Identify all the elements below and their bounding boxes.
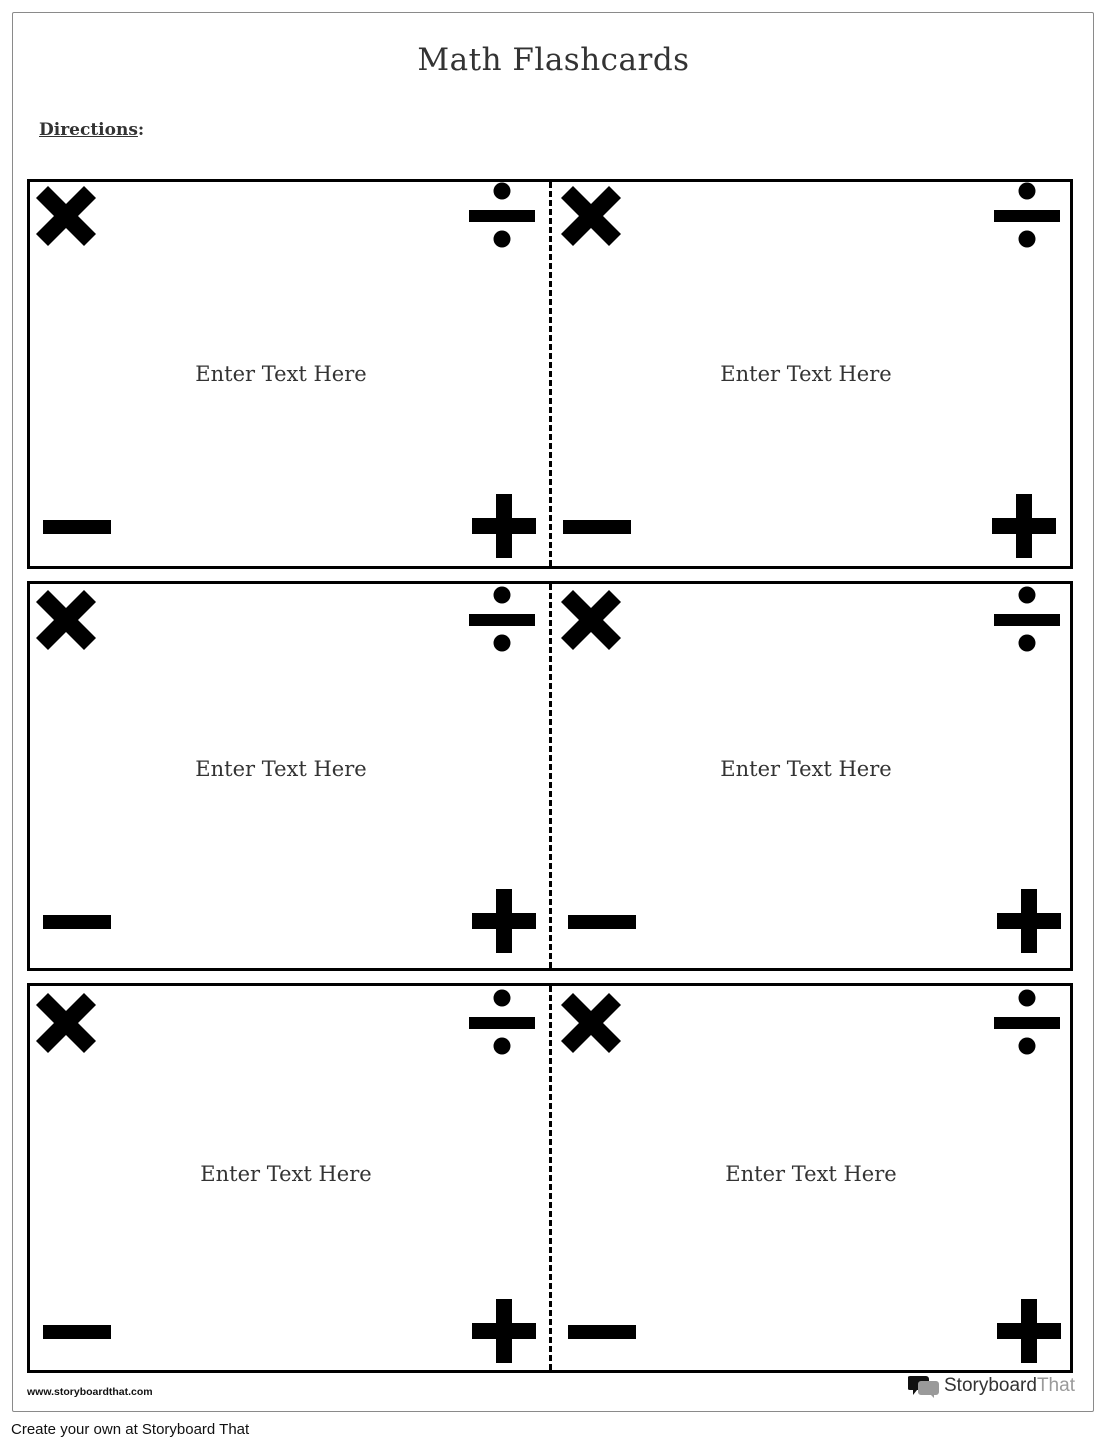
directions-heading: Directions: bbox=[39, 120, 144, 140]
minus-icon bbox=[563, 520, 631, 534]
cut-line bbox=[549, 584, 552, 968]
flashcard-row-3 bbox=[27, 983, 1073, 1373]
divide-icon bbox=[994, 182, 1060, 248]
logo-text: StoryboardThat bbox=[944, 1375, 1075, 1397]
minus-icon bbox=[43, 1325, 111, 1339]
minus-icon bbox=[568, 1325, 636, 1339]
plus-icon bbox=[997, 889, 1061, 953]
page-title: Math Flashcards bbox=[417, 42, 690, 78]
card-text[interactable]: Enter Text Here bbox=[195, 757, 367, 781]
minus-icon bbox=[43, 915, 111, 929]
minus-icon bbox=[43, 520, 111, 534]
card-text[interactable]: Enter Text Here bbox=[195, 362, 367, 386]
logo-primary: Storyboard bbox=[944, 1375, 1037, 1396]
create-your-own-link[interactable]: Create your own at Storyboard That bbox=[11, 1421, 250, 1438]
flashcard-row-1 bbox=[27, 179, 1073, 569]
times-icon bbox=[36, 590, 96, 650]
directions-label: Directions bbox=[39, 120, 138, 140]
plus-icon bbox=[472, 1299, 536, 1363]
card-text[interactable]: Enter Text Here bbox=[720, 757, 892, 781]
plus-icon bbox=[997, 1299, 1061, 1363]
minus-icon bbox=[568, 915, 636, 929]
cut-line bbox=[549, 986, 552, 1370]
cut-line bbox=[549, 182, 552, 566]
plus-icon bbox=[992, 494, 1056, 558]
plus-icon bbox=[472, 494, 536, 558]
times-icon bbox=[561, 993, 621, 1053]
times-icon bbox=[561, 186, 621, 246]
worksheet-page bbox=[12, 12, 1094, 1412]
footer-url[interactable]: www.storyboardthat.com bbox=[27, 1386, 153, 1398]
speech-bubbles-icon bbox=[908, 1376, 939, 1398]
flashcard-row-2 bbox=[27, 581, 1073, 971]
divide-icon bbox=[994, 989, 1060, 1055]
card-text[interactable]: Enter Text Here bbox=[720, 362, 892, 386]
times-icon bbox=[36, 993, 96, 1053]
plus-icon bbox=[472, 889, 536, 953]
divide-icon bbox=[469, 989, 535, 1055]
times-icon bbox=[36, 186, 96, 246]
divide-icon bbox=[994, 586, 1060, 652]
directions-colon: : bbox=[137, 120, 145, 140]
card-text[interactable]: Enter Text Here bbox=[200, 1162, 372, 1186]
logo-secondary: That bbox=[1036, 1375, 1075, 1396]
divide-icon bbox=[469, 182, 535, 248]
storyboardthat-logo[interactable]: StoryboardThat bbox=[908, 1374, 1075, 1398]
divide-icon bbox=[469, 586, 535, 652]
card-text[interactable]: Enter Text Here bbox=[725, 1162, 897, 1186]
times-icon bbox=[561, 590, 621, 650]
